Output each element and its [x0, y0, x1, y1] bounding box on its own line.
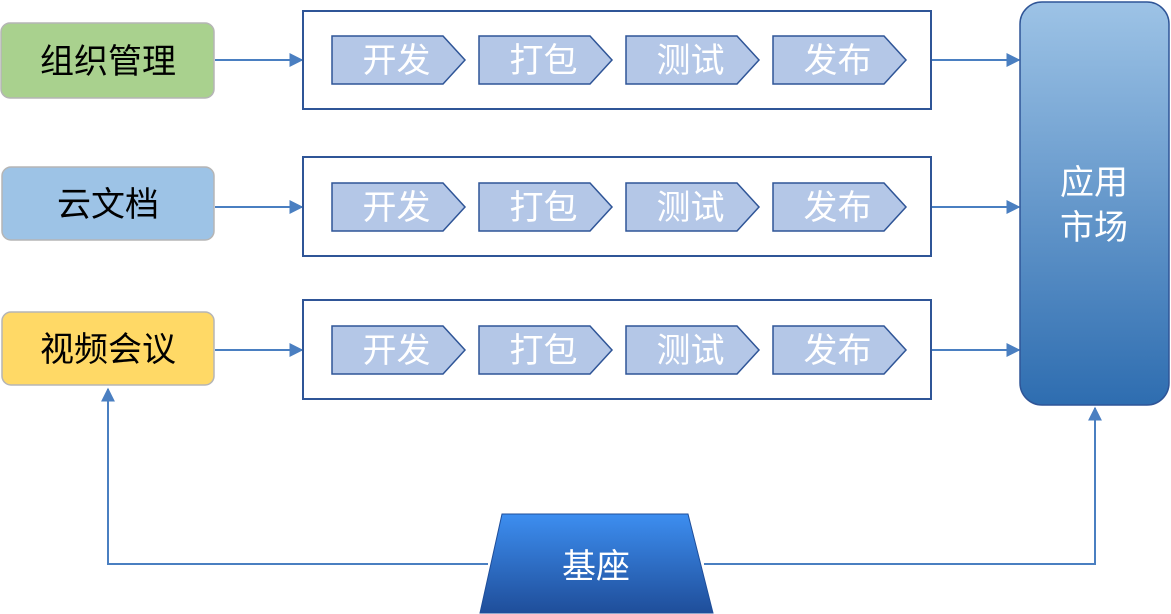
base: 基座 — [479, 513, 714, 614]
app-market-label-line1: 应用 — [1060, 163, 1128, 203]
step-test-label-row-2: 测试 — [657, 188, 725, 228]
step-test-shape-row-1 — [625, 35, 761, 85]
row-org-management: 组织管理 开发 打包 测试 发布 — [0, 10, 1021, 110]
step-test-shape-row-3 — [625, 325, 761, 375]
step-develop-label-row-1: 开发 — [363, 41, 431, 81]
arrow-base-to-video-meeting — [101, 387, 488, 565]
step-release-label-row-1: 发布 — [804, 41, 872, 81]
step-package-shape-row-2 — [478, 182, 614, 232]
step-package-shape-row-1 — [478, 35, 614, 85]
module-box-org-management — [0, 22, 215, 99]
step-develop-shape-row-2 — [331, 182, 467, 232]
step-develop-label-row-2: 开发 — [363, 188, 431, 228]
pipeline-steps-1: 开发 打包 测试 发布 — [331, 35, 908, 85]
step-package-label-row-1: 打包 — [510, 41, 578, 81]
arrow-base-to-app-market — [704, 406, 1102, 565]
module-label-cloud-docs: 云文档 — [57, 185, 159, 225]
step-release-shape-row-1 — [772, 35, 908, 85]
step-package-label-row-2: 打包 — [510, 188, 578, 228]
app-market-box — [1019, 1, 1170, 406]
module-box-video-meeting — [1, 311, 215, 386]
step-develop-shape-row-1 — [331, 35, 467, 85]
module-box-cloud-docs — [1, 166, 215, 241]
step-release-shape-row-3 — [772, 325, 908, 375]
module-label-video-meeting: 视频会议 — [40, 330, 176, 370]
module-label-org-management: 组织管理 — [40, 42, 176, 82]
step-package-shape-row-3 — [478, 325, 614, 375]
step-release-shape-row-2 — [772, 182, 908, 232]
step-test-label-row-1: 测试 — [657, 41, 725, 81]
app-market-label-line2: 市场 — [1060, 208, 1128, 248]
base-shape — [479, 513, 714, 614]
pipeline-steps-3: 开发 打包 测试 发布 — [331, 325, 908, 375]
step-release-label-row-3: 发布 — [804, 331, 872, 371]
step-test-label-row-3: 测试 — [657, 331, 725, 371]
step-develop-shape-row-3 — [331, 325, 467, 375]
base-label: 基座 — [562, 547, 630, 587]
step-develop-label-row-3: 开发 — [363, 331, 431, 371]
step-package-label-row-3: 打包 — [510, 331, 578, 371]
step-test-shape-row-2 — [625, 182, 761, 232]
app-market: 应用 市场 — [1019, 1, 1170, 406]
row-video-meeting: 视频会议 开发 打包 测试 发布 — [1, 299, 1021, 400]
step-release-label-row-2: 发布 — [804, 188, 872, 228]
row-cloud-docs: 云文档 开发 打包 测试 发布 — [1, 156, 1021, 257]
pipeline-steps-2: 开发 打包 测试 发布 — [331, 182, 908, 232]
